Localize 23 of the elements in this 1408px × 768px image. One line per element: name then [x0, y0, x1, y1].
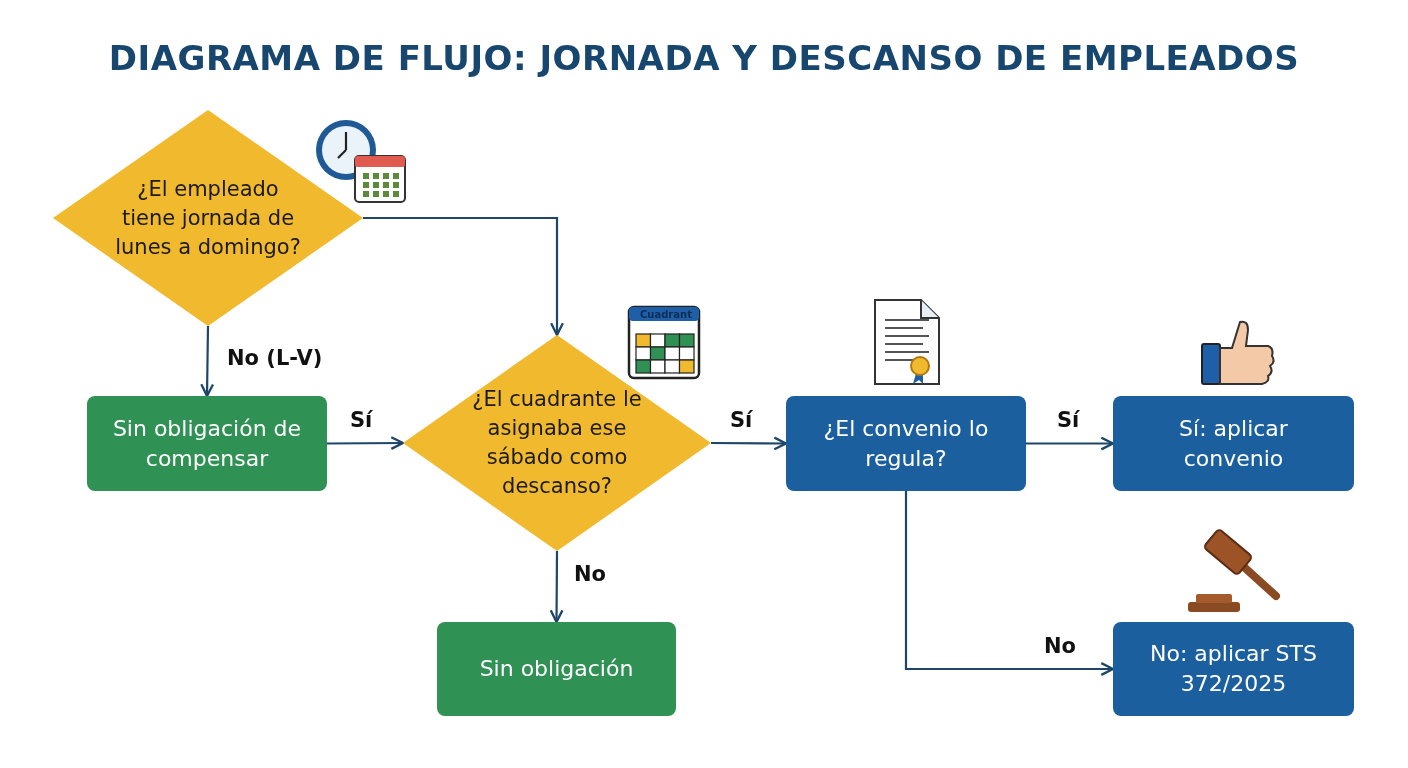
- arrow: [711, 436, 788, 451]
- node-text: No: aplicar STS 372/2025: [1149, 640, 1318, 698]
- process-box: [786, 396, 1026, 491]
- icon-caption: Cuadrant: [640, 309, 692, 320]
- node-text: ¿El cuadrante le asignaba ese sábado como descanso?: [471, 386, 643, 500]
- process-box: [1113, 396, 1354, 491]
- node-text: Sin obligación de compensar: [111, 414, 303, 473]
- arrow: [200, 326, 215, 398]
- arrow: [363, 216, 564, 337]
- arrow: [904, 491, 1115, 676]
- arrow: [327, 436, 405, 451]
- node-text: ¿El empleado tiene jornada de lunes a domingo?: [114, 175, 302, 261]
- arrow: [549, 551, 564, 624]
- node-text: ¿El convenio lo regula?: [822, 414, 990, 473]
- process-box: [1113, 622, 1354, 716]
- node-text: Sí: aplicar convenio: [1178, 414, 1289, 473]
- decision-diamond: [53, 110, 363, 326]
- decision-diamond: [403, 335, 711, 551]
- arrow: [1026, 436, 1115, 451]
- diagram-title: DIAGRAMA DE FLUJO: JORNADA Y DESCANSO DE EMPLEADOS: [107, 38, 1301, 78]
- process-box: [437, 622, 676, 716]
- process-box: [87, 396, 327, 491]
- node-text: Sin obligación: [478, 655, 635, 683]
